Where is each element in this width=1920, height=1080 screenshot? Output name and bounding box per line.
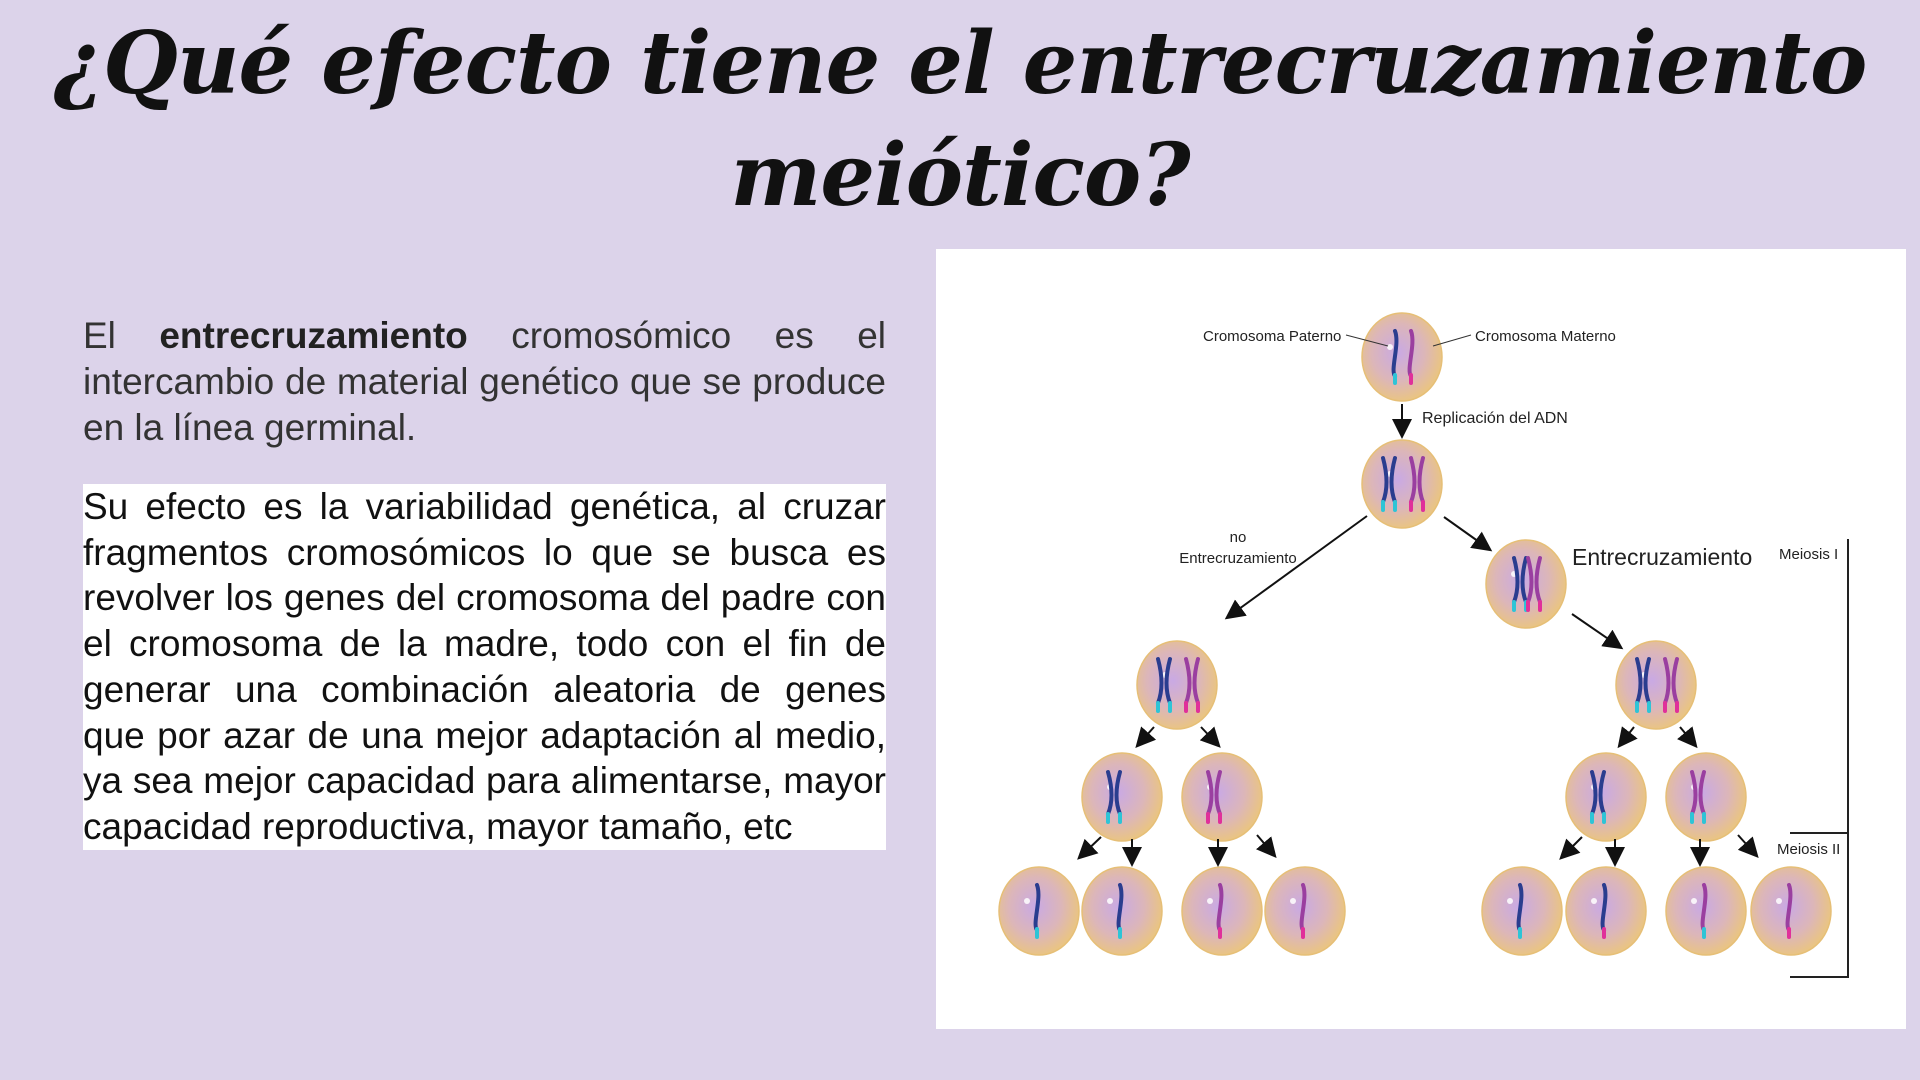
cell-right-b: [1665, 752, 1747, 842]
gamete-6: [1565, 866, 1647, 956]
definition-paragraph: El entrecruzamiento cromosómico es el in…: [83, 313, 886, 451]
label-maternal: Cromosoma Materno: [1475, 328, 1616, 345]
cell-right-meiosis1: [1615, 640, 1697, 730]
definition-rest: cromosómico es el intercambio de materia…: [83, 315, 886, 448]
arrow-g5: [1559, 836, 1583, 860]
cell-parent: [1361, 312, 1443, 402]
label-replication: Replicación del ADN: [1422, 410, 1568, 427]
definition-term: entrecruzamiento: [159, 315, 468, 356]
arrow-g8: [1737, 834, 1759, 858]
label-crossover: Entrecruzamiento: [1572, 544, 1752, 570]
meiosis-1-bracket: [1790, 539, 1849, 834]
title-line-1: ¿Qué efecto tiene el entrecruzamiento: [53, 13, 1868, 114]
arrow-right-a: [1617, 726, 1638, 749]
arrow-g4: [1256, 834, 1277, 859]
cell-crossover: [1485, 539, 1567, 629]
gamete-2: [1081, 866, 1163, 956]
leader-maternal: [1432, 334, 1472, 347]
title-line-2: meiótico?: [730, 125, 1190, 226]
gamete-8: [1750, 866, 1832, 956]
gamete-3: [1181, 866, 1263, 956]
gamete-5: [1481, 866, 1563, 956]
effect-paragraph: Su efecto es la variabilidad genética, a…: [83, 484, 886, 850]
slide-title: ¿Qué efecto tiene el entrecruzamiento me…: [0, 8, 1920, 232]
arrow-g1: [1077, 836, 1102, 860]
label-meiosis-1: Meiosis I: [1779, 546, 1838, 563]
definition-lead: El: [83, 315, 160, 356]
arrow-no-crossover: [1224, 515, 1368, 620]
arrow-left-b: [1199, 726, 1221, 748]
gamete-7: [1665, 866, 1747, 956]
cells-layer: [998, 312, 1832, 956]
meiosis-diagram: Cromosoma Paterno Cromosoma Materno Repl…: [936, 249, 1906, 1029]
gamete-4: [1264, 866, 1346, 956]
cell-left-a: [1081, 752, 1163, 842]
cell-right-a: [1565, 752, 1647, 842]
labels-layer: Cromosoma Paterno Cromosoma Materno Repl…: [1179, 328, 1849, 978]
arrow-left-a: [1135, 726, 1157, 748]
label-paternal: Cromosoma Paterno: [1203, 328, 1341, 345]
cell-replicated: [1361, 439, 1443, 529]
label-meiosis-2: Meiosis II: [1777, 841, 1840, 858]
meiosis-diagram-svg: Cromosoma Paterno Cromosoma Materno Repl…: [998, 312, 1849, 978]
arrow-right-b: [1677, 726, 1698, 749]
leader-paternal: [1345, 334, 1389, 347]
gamete-1: [998, 866, 1080, 956]
label-no-crossover-2: Entrecruzamiento: [1179, 550, 1297, 567]
arrows-layer: [1077, 404, 1759, 867]
cell-left-meiosis1: [1136, 640, 1218, 730]
meiosis-2-bracket: [1790, 833, 1849, 978]
cell-left-b: [1181, 752, 1263, 842]
arrow-crossover-down: [1571, 613, 1624, 650]
arrow-crossover: [1443, 516, 1493, 552]
label-no-crossover-1: no: [1230, 529, 1247, 546]
